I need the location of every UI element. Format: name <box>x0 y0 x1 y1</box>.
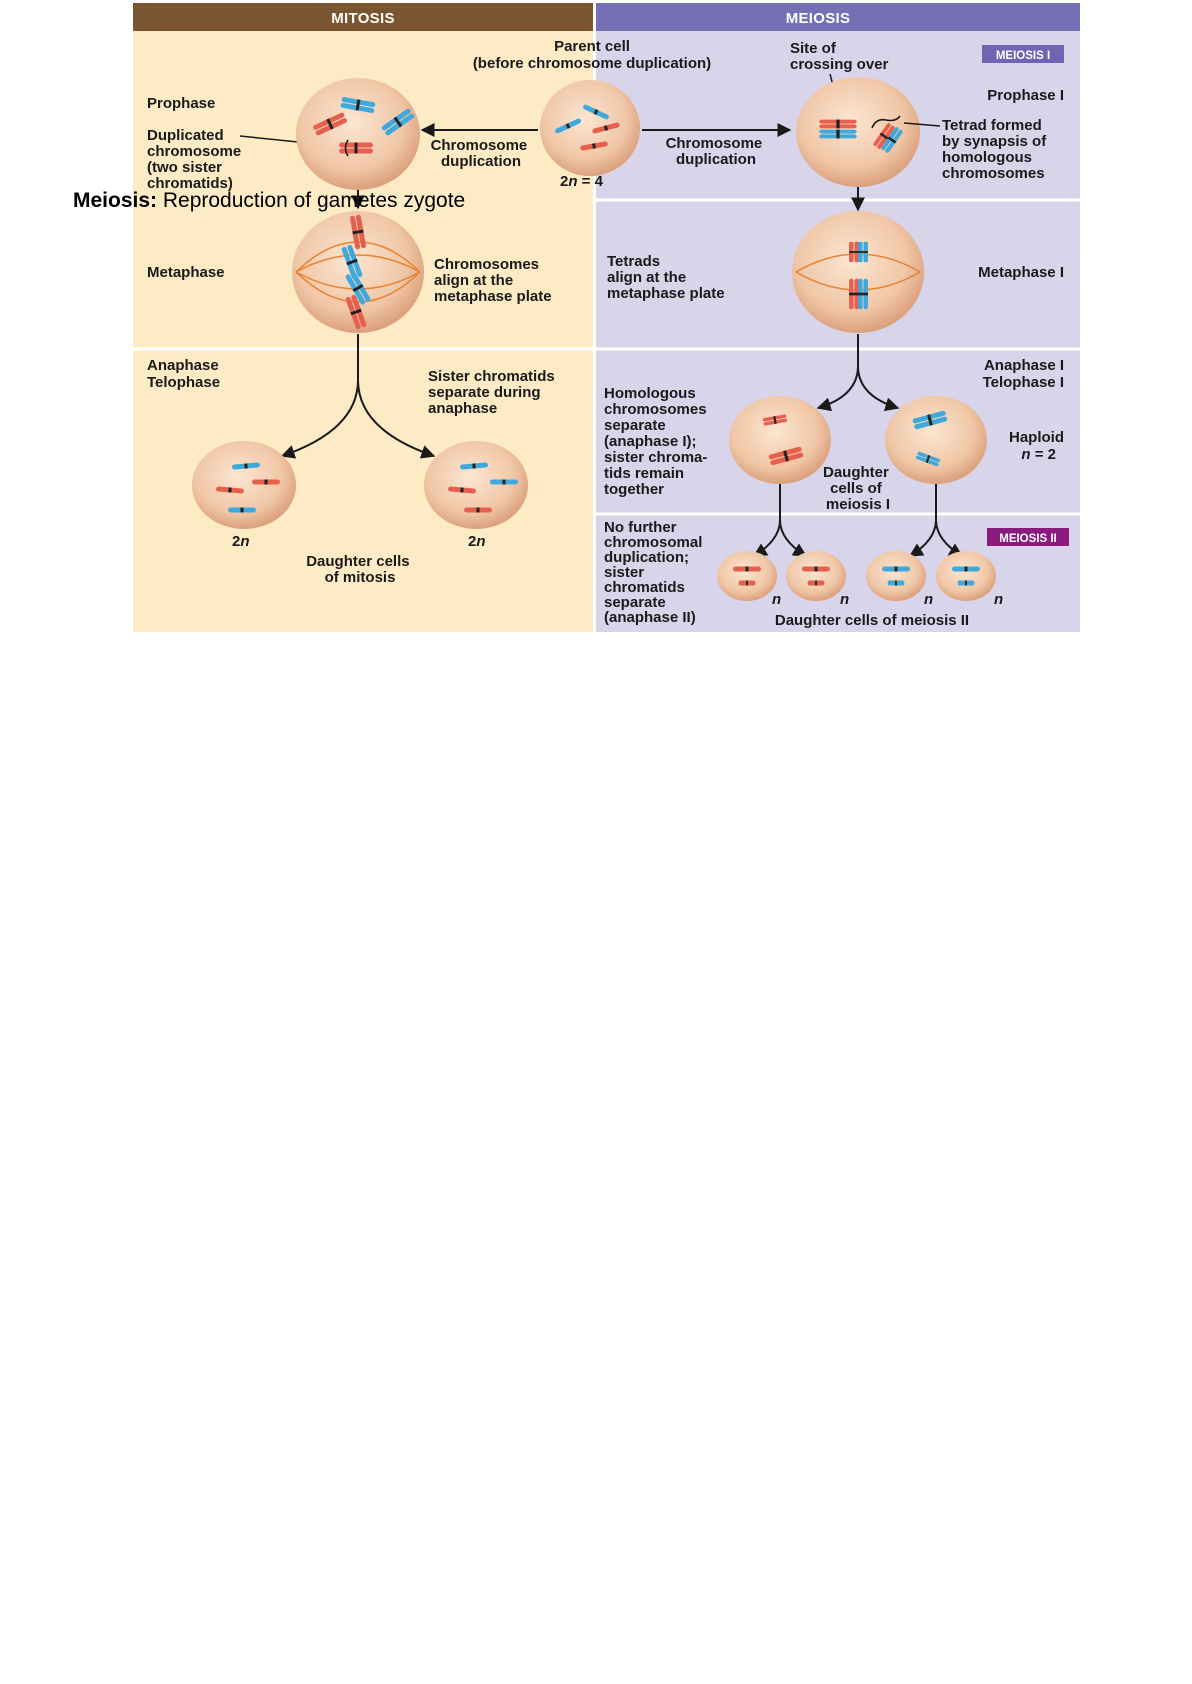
sister-chromatids-note: Sister chromatids separate during anapha… <box>428 368 559 417</box>
telophase-1-label: Telophase I <box>983 374 1064 391</box>
meiosis-2-tag: MEIOSIS II <box>999 533 1057 545</box>
mitosis-prophase-label: Prophase <box>147 95 215 112</box>
meiosis-daughter-cell-left <box>729 396 831 484</box>
meiosis-2-n-label-2: n <box>840 591 849 608</box>
meiosis-1-tag-bg <box>982 45 1064 63</box>
meiosis-metaphase-cell <box>792 211 924 333</box>
tetrad-pointer <box>903 122 941 127</box>
mitosis-header: MITOSIS <box>331 10 395 27</box>
prophase-1-label: Prophase I <box>987 87 1064 104</box>
mitosis-anaphase-label: Anaphase <box>147 357 219 374</box>
parent-cell-sublabel: (before chromosome duplication) <box>473 55 711 72</box>
meiosis-2-cell-3 <box>866 551 926 601</box>
mitosis-daughter-cell-right <box>424 441 528 529</box>
duplication-right-label: Chromosome duplication <box>666 135 767 168</box>
mitosis-metaphase-label: Metaphase <box>147 264 225 281</box>
meiosis-split-arrows-1 <box>816 334 900 412</box>
anaphase-1-label: Anaphase I <box>984 357 1064 374</box>
mitosis-telophase-label: Telophase <box>147 374 220 391</box>
meiosis-2-n-label-4: n <box>994 591 1003 608</box>
homologous-note: Homologous chromosomes separate (anaphas… <box>604 385 712 498</box>
mitosis-daughters-label: Daughter cells of mitosis <box>306 553 414 586</box>
meiosis-2-cell-4 <box>936 551 996 601</box>
tetrads-align-label: Tetrads align at the metaphase plate <box>607 253 725 302</box>
metaphase-1-label: Metaphase I <box>978 264 1064 281</box>
meiosis-header: MEIOSIS <box>786 10 851 27</box>
meiosis-2-cell-1 <box>717 551 777 601</box>
meiosis-daughter-cell-right <box>885 396 987 484</box>
meiosis-caption: Meiosis: Reproduction of gametes zygote <box>73 189 465 212</box>
haploid-value: n = 2 <box>1021 446 1056 463</box>
tetrad-label: Tetrad formed by synapsis of homologous … <box>942 117 1050 182</box>
meiosis-1-tag: MEIOSIS I <box>996 50 1050 62</box>
duplication-left-label: Chromosome duplication <box>431 137 532 170</box>
duplicated-chromosome-label: Duplicated chromosome (two sister chroma… <box>147 127 245 192</box>
mitosis-daughter-left-ploidy: 2n <box>232 533 250 550</box>
mitosis-daughter-right-ploidy: 2n <box>468 533 486 550</box>
meiosis-2-cell-2 <box>786 551 846 601</box>
mitosis-split-arrows <box>280 334 436 459</box>
no-further-note: No further chromosomal duplication; sist… <box>604 519 707 626</box>
mitosis-header-bar <box>133 3 593 31</box>
parent-cell-label: Parent cell <box>554 38 630 55</box>
meiosis-prophase-cell <box>796 77 920 187</box>
parent-ploidy: 2n = 4 <box>560 173 604 190</box>
mitosis-prophase-cell <box>296 78 420 190</box>
mitosis-metaphase-note: Chromosomes align at the metaphase plate <box>434 256 552 305</box>
meiosis-2-daughters-label: Daughter cells of meiosis II <box>775 612 969 629</box>
crossing-over-label: Site of crossing over <box>790 40 889 73</box>
duplicated-bracket <box>344 139 349 157</box>
meiosis-2-n-label-1: n <box>772 591 781 608</box>
mitosis-daughter-cell-left <box>192 441 296 529</box>
meiosis-split-arrows-2 <box>752 484 964 557</box>
meiosis-2-tag-bg <box>987 528 1069 546</box>
meiosis-2-n-label-3: n <box>924 591 933 608</box>
haploid-label: Haploid <box>1009 429 1064 446</box>
parent-cell <box>540 80 640 176</box>
meiosis-header-bar <box>596 3 1080 31</box>
tetrad-bracket <box>871 115 901 129</box>
meiosis-1-daughters-label: Daughter cells of meiosis I <box>823 464 893 513</box>
